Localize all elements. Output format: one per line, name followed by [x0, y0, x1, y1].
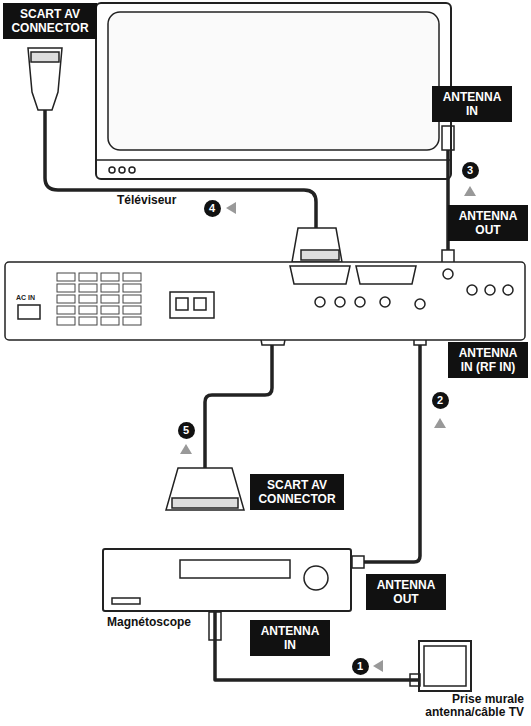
- connector-label: ANTENNA OUT: [448, 205, 528, 241]
- connector-label: ANTENNA OUT: [366, 574, 446, 610]
- wall-socket-details: [424, 646, 466, 686]
- connector-label: ANTENNA IN: [250, 620, 330, 656]
- device-name: Prise murale antenna/câble TV: [399, 693, 524, 719]
- connector-label: ANTENNA IN (RF IN): [448, 342, 528, 378]
- connector-label: SCART AV CONNECTOR: [3, 3, 97, 39]
- tv-box: Téléviseur: [95, 2, 452, 180]
- tv-details: [97, 12, 450, 173]
- callout-number: 5: [178, 422, 195, 439]
- direction-triangles: [180, 186, 476, 672]
- vcr-box: Magnétoscope: [102, 548, 352, 612]
- device-name: Magnétoscope: [107, 616, 207, 629]
- connector-label: ANTENNA IN: [432, 86, 512, 122]
- callout-number: 2: [432, 392, 449, 409]
- antenna-cable: [215, 612, 418, 680]
- callout-number: 4: [204, 200, 221, 217]
- callout-number: 1: [352, 658, 369, 675]
- callout-number: 3: [462, 162, 479, 179]
- wall-socket: Prise murale antenna/câble TV: [418, 640, 472, 692]
- connector-plugs: [28, 48, 454, 686]
- port-label: AC IN: [16, 294, 35, 302]
- recorder-body: [5, 262, 525, 340]
- vcr-details: [112, 560, 328, 604]
- connector-label: SCART AV CONNECTOR: [250, 474, 344, 510]
